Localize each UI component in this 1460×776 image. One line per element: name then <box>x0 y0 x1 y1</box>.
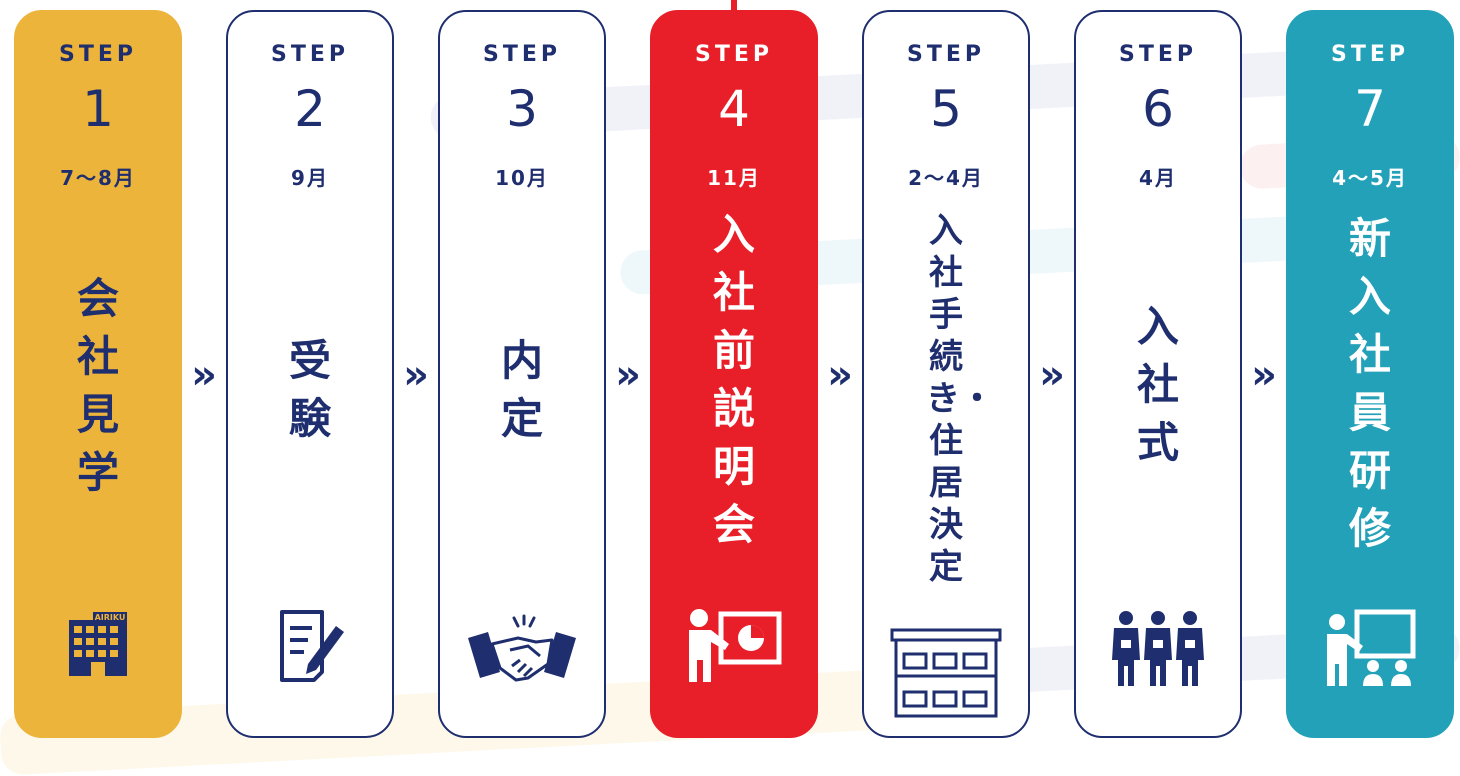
step-label: STEP <box>1118 42 1197 67</box>
step-card-7: STEP 7 4～5月 新入社員研修 <box>1286 10 1454 738</box>
step-number: 4 <box>718 80 750 138</box>
next-arrow: » <box>615 352 641 398</box>
step-number: 1 <box>82 80 114 138</box>
next-arrow: » <box>1251 352 1277 398</box>
handshake-icon <box>468 614 576 682</box>
step-label: STEP <box>270 42 349 67</box>
step-date: 4～5月 <box>1332 166 1408 190</box>
step-label: STEP <box>58 42 137 67</box>
step-date: 7～8月 <box>60 166 136 190</box>
svg-text:AIRIKU: AIRIKU <box>95 613 126 622</box>
step-title: 会社見学 <box>76 274 119 497</box>
step-title: 受験 <box>288 336 331 443</box>
next-arrow: » <box>191 352 217 398</box>
next-arrow: » <box>827 352 853 398</box>
step-card-3: STEP 3 10月 内定 <box>438 10 606 738</box>
next-arrow: » <box>1039 352 1065 398</box>
step-card-6: STEP 6 4月 入社式 <box>1074 10 1242 738</box>
top-connector-line <box>731 0 737 14</box>
step-number: 6 <box>1142 80 1174 138</box>
step-label: STEP <box>482 42 561 67</box>
step-date: 2～4月 <box>908 166 984 190</box>
step-label: STEP <box>694 42 773 67</box>
step-card-1: STEP 1 7～8月 会社見学 AIRIKU <box>14 10 182 738</box>
step-date: 4月 <box>1139 166 1177 190</box>
step-card-5: STEP 5 2～4月 入社手続き・住居決定 <box>862 10 1030 738</box>
office-building-icon: AIRIKU <box>69 612 127 676</box>
training-class-icon <box>1327 609 1416 686</box>
step-title: 新入社員研修 <box>1348 214 1391 553</box>
step-date: 9月 <box>291 166 329 190</box>
next-arrow: » <box>403 352 429 398</box>
exam-document-pencil-icon <box>280 610 344 682</box>
step-number: 5 <box>930 80 962 138</box>
step-card-2: STEP 2 9月 受験 <box>226 10 394 738</box>
step-number: 2 <box>294 80 326 138</box>
step-label: STEP <box>1330 42 1409 67</box>
step-title: 入社式 <box>1136 302 1179 467</box>
step-number: 7 <box>1354 80 1386 138</box>
three-people-icon <box>1112 611 1204 686</box>
step-title: 入社前説明会 <box>712 210 755 549</box>
step-label: STEP <box>906 42 985 67</box>
step-card-4: STEP 4 11月 入社前説明会 <box>650 10 818 738</box>
presentation-icon <box>689 609 782 682</box>
step-number: 3 <box>506 80 538 138</box>
step-title: 入社手続き・住居決定 <box>926 211 994 587</box>
step-date: 10月 <box>495 166 549 190</box>
step-title: 内定 <box>500 336 543 443</box>
step-date: 11月 <box>707 166 761 190</box>
dormitory-building-icon <box>890 628 1002 718</box>
